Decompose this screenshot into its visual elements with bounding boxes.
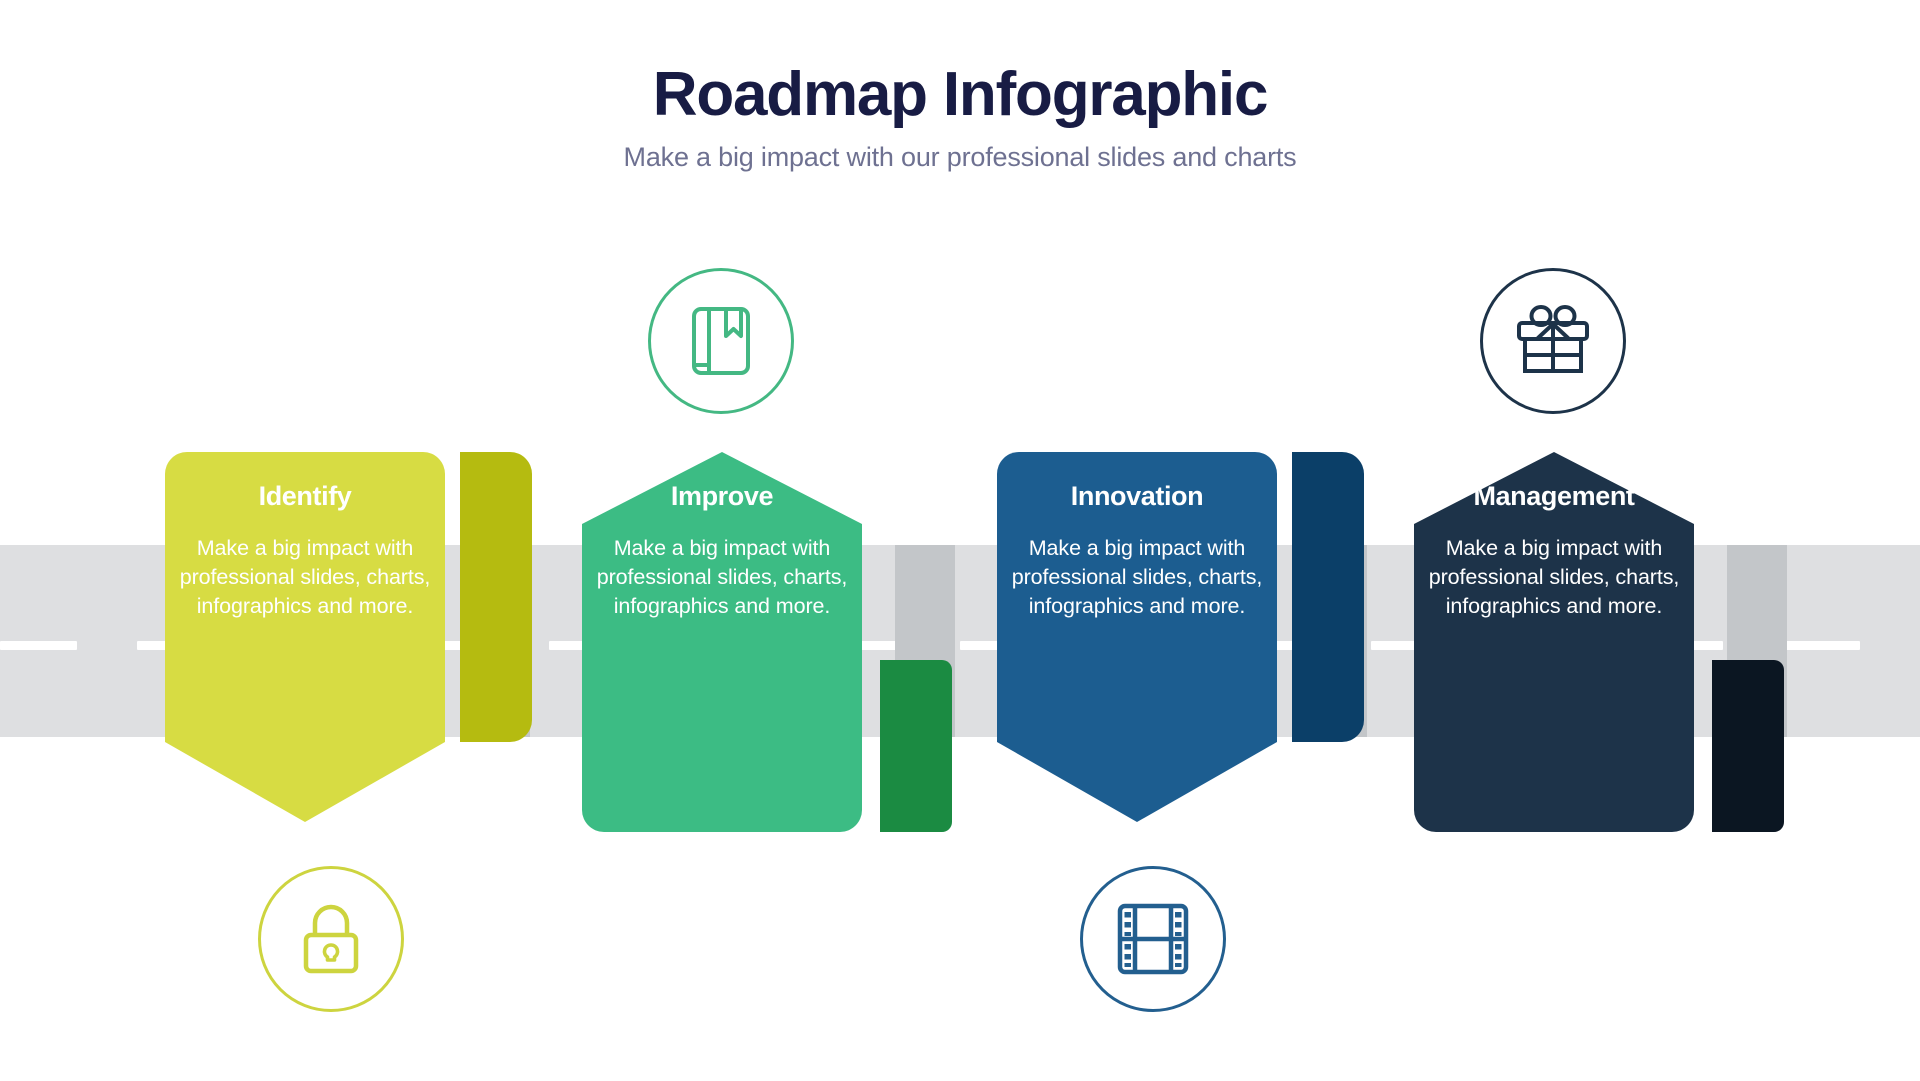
card-management-shape <box>1414 452 1694 832</box>
page-title: Roadmap Infographic <box>652 60 1269 129</box>
card-improve-title: Improve <box>670 481 774 511</box>
card-management-title: Management <box>1473 481 1635 511</box>
card-improve-shape <box>582 452 862 832</box>
slide-header: Roadmap Infographic Make a big impact wi… <box>0 0 1920 173</box>
icon-circle-book[interactable] <box>648 268 794 414</box>
card-identify-title: Identify <box>258 481 352 511</box>
page-subtitle: Make a big impact with our professional … <box>623 142 1297 173</box>
center-line-dash <box>1782 641 1860 650</box>
center-line-dash <box>1371 641 1449 650</box>
book-icon <box>692 307 750 375</box>
icon-circle-lock[interactable] <box>258 866 404 1012</box>
center-line-dash <box>411 641 489 650</box>
card-identify[interactable]: Identify Make a big impact with professi… <box>165 452 445 822</box>
card-management-description: Make a big impact with professional slid… <box>1428 536 1680 619</box>
card-improve[interactable]: Improve Make a big impact with professio… <box>582 452 862 832</box>
center-line-dash <box>0 641 77 650</box>
icon-circle-gift[interactable] <box>1480 268 1626 414</box>
card-identify-shape <box>165 452 445 822</box>
card-identify-description: Make a big impact with professional slid… <box>179 536 431 619</box>
card-shadow-management <box>1712 660 1784 832</box>
film-icon <box>1117 903 1189 975</box>
card-innovation[interactable]: Innovation Make a big impact with profes… <box>997 452 1277 822</box>
card-innovation-description: Make a big impact with professional slid… <box>1011 536 1263 619</box>
icon-circle-film[interactable] <box>1080 866 1226 1012</box>
gift-icon <box>1517 305 1589 373</box>
card-shadow-identify <box>460 452 532 742</box>
card-shadow-innovation <box>1292 452 1364 742</box>
lock-icon <box>303 904 359 974</box>
card-improve-description: Make a big impact with professional slid… <box>596 536 848 619</box>
card-innovation-title: Innovation <box>1070 481 1204 511</box>
card-shadow-improve <box>880 660 952 832</box>
card-innovation-shape <box>997 452 1277 822</box>
card-management[interactable]: Management Make a big impact with profes… <box>1414 452 1694 832</box>
